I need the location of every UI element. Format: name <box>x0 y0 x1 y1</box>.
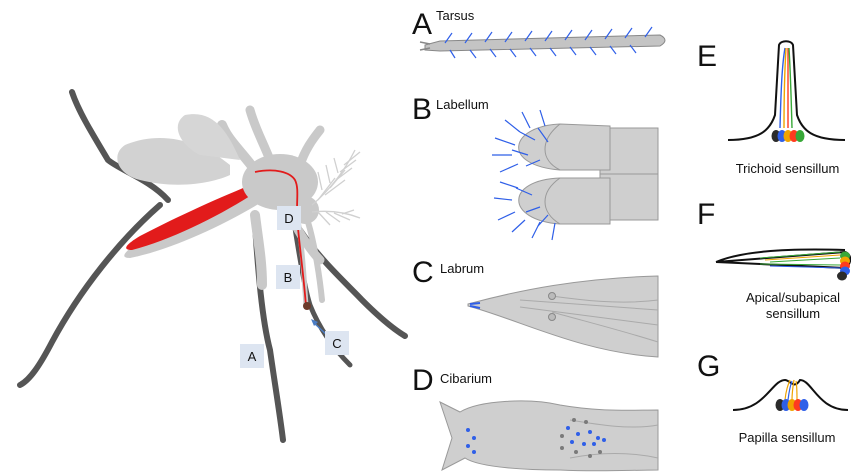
apical-sensillum-diagram <box>716 250 850 281</box>
caption-trichoid-sensillum: Trichoid sensillum <box>720 161 851 177</box>
panel-name-labrum: Labrum <box>440 262 484 275</box>
trichoid-sensillum-diagram <box>728 41 845 142</box>
mosquito-tag-c: C <box>325 331 349 355</box>
mosquito-tag-a: A <box>240 344 264 368</box>
mosquito-tag-b: B <box>276 265 300 289</box>
cibarium-illustration <box>440 401 658 471</box>
panel-letter-f: F <box>697 200 715 230</box>
labellum-illustration <box>492 110 658 240</box>
panel-letter-c: C <box>412 258 434 288</box>
caption-apical-sensillum-text: Apical/subapical sensillum <box>746 290 840 321</box>
panel-letter-e: E <box>697 42 717 72</box>
panel-letter-d: D <box>412 366 434 396</box>
mosquito-illustration <box>20 92 405 440</box>
mosquito-tag-d: D <box>277 206 301 230</box>
panel-letter-a: A <box>412 10 432 40</box>
caption-apical-sensillum: Apical/subapical sensillum <box>718 290 851 323</box>
panel-name-cibarium: Cibarium <box>440 372 492 385</box>
labellum-tip-dot <box>303 302 311 310</box>
labrum-illustration <box>468 276 658 357</box>
panel-name-labellum: Labellum <box>436 98 489 111</box>
panel-letter-g: G <box>697 352 720 382</box>
mosquito-leg <box>20 205 160 385</box>
mosquito-antenna <box>312 150 360 225</box>
caption-papilla-sensillum: Papilla sensillum <box>722 430 851 446</box>
tarsus-illustration <box>420 27 665 58</box>
panel-name-tarsus: Tarsus <box>436 9 474 22</box>
papilla-sensillum-diagram <box>733 380 848 411</box>
panel-letter-b: B <box>412 95 432 125</box>
